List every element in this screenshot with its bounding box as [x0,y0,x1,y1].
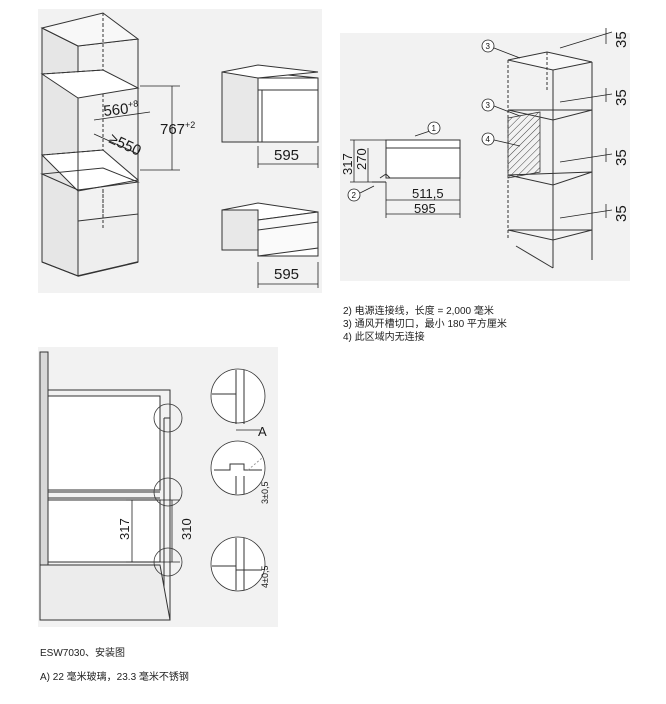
svg-text:4: 4 [486,135,491,144]
label-A: A [258,424,267,439]
note-no-connection: 4) 此区域内无连接 [343,332,425,343]
vent-35-4: 35 [613,205,630,222]
callout-1: 1 [427,121,441,135]
no-connection-zone [507,111,541,179]
tall-cabinet [40,12,140,277]
svg-text:1: 1 [432,124,437,133]
drawer-device-2 [221,202,319,257]
callout-4: 4 [481,132,495,146]
detail-middle [210,440,266,496]
detail-circle-3 [153,547,183,577]
vent-35-2: 35 [613,89,630,106]
svg-text:3: 3 [486,101,491,110]
detail-bottom [210,536,266,592]
detail-top [210,368,266,431]
dim-device1-width: 595 [274,147,299,164]
dim-317-side: 317 [340,153,355,175]
footnote: A) 22 毫米玻璃，23.3 毫米不锈钢 [40,672,189,683]
callout-2: 2 [347,188,361,202]
note-power-cable: 2) 电源连接线，长度 = 2,000 毫米 [343,306,494,317]
dim-4-detail: 4±0,5 [260,566,270,588]
panel-top-right [340,33,630,281]
vent-35-3: 35 [613,149,630,166]
callout-3a: 3 [481,39,495,53]
vent-35-1: 35 [613,31,630,48]
dim-height: 767+2 [160,120,195,138]
callout-3b: 3 [481,98,495,112]
dim-width-top: 560+8 [103,98,140,120]
side-view [372,139,461,183]
dim-595-side: 595 [414,201,436,216]
vent-arrows [559,28,613,219]
section-dims [126,499,180,563]
dim-270-side: 270 [354,148,369,170]
section-view [39,351,171,621]
dim-3-detail: 3±0,5 [260,482,270,504]
dim-310-section: 310 [179,518,194,540]
cabinet-dim-lines [93,85,180,171]
svg-text:3: 3 [486,42,491,51]
vent-cabinet [507,51,593,269]
dim-511-side: 511,5 [412,186,444,201]
drawer-device-1 [221,64,319,143]
detail-circle-2 [153,477,183,507]
dim-317-section: 317 [117,518,132,540]
dim-device2-width: 595 [274,266,299,283]
detail-circle-1 [153,403,183,433]
caption: ESW7030、安装图 [40,648,126,659]
note-vent-cutout: 3) 通风开槽切口，最小 180 平方厘米 [343,319,507,330]
svg-text:2: 2 [352,191,357,200]
